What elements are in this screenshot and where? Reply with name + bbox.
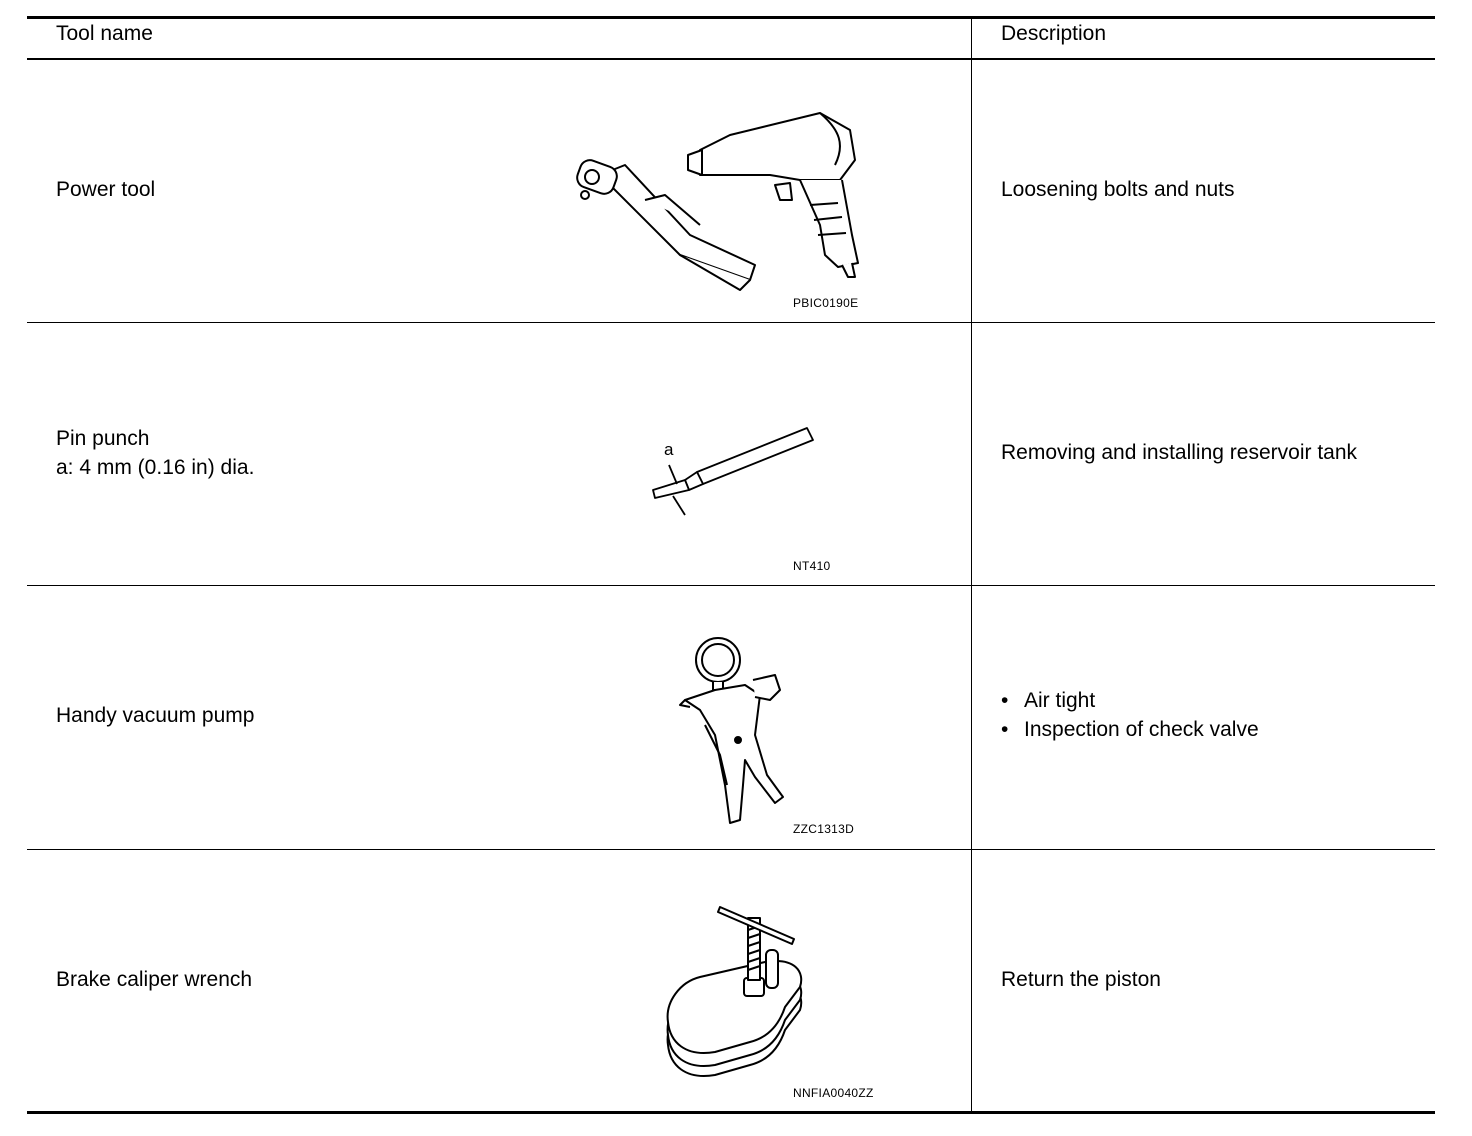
row-divider — [27, 849, 1435, 850]
image-code: ZZC1313D — [793, 822, 855, 836]
power-tool-illustration — [576, 112, 859, 291]
tool-name: Handy vacuum pump — [56, 704, 255, 727]
table-top-border — [27, 16, 1435, 19]
description-item: Air tight — [1001, 686, 1259, 715]
tool-name: Power tool — [56, 178, 156, 201]
tool-name: Brake caliper wrench — [56, 968, 253, 991]
column-divider — [971, 17, 972, 1113]
row-divider — [27, 585, 1435, 586]
image-code: PBIC0190E — [793, 296, 859, 310]
image-code: NNFIA0040ZZ — [793, 1086, 874, 1100]
header-bottom-border — [27, 58, 1435, 60]
tool-description: Removing and installing reservoir tank — [1001, 441, 1358, 464]
tool-name: Pin punch — [56, 427, 150, 450]
tool-spec: a: 4 mm (0.16 in) dia. — [56, 456, 255, 479]
image-code: NT410 — [793, 559, 831, 573]
caliper-wrench-illustration — [666, 906, 803, 1077]
dimension-callout-label: a — [664, 440, 674, 459]
vacuum-pump-illustration — [679, 637, 784, 824]
row-divider — [27, 322, 1435, 323]
description-item: Inspection of check valve — [1001, 715, 1259, 744]
pin-punch-illustration — [652, 427, 814, 516]
header-description: Description — [1001, 22, 1107, 45]
tool-description: Return the piston — [1001, 968, 1161, 991]
table-bottom-border — [27, 1111, 1435, 1114]
description-list: Air tight Inspection of check valve — [1001, 686, 1259, 744]
tool-description: Loosening bolts and nuts — [1001, 178, 1235, 201]
header-tool-name: Tool name — [56, 22, 153, 45]
